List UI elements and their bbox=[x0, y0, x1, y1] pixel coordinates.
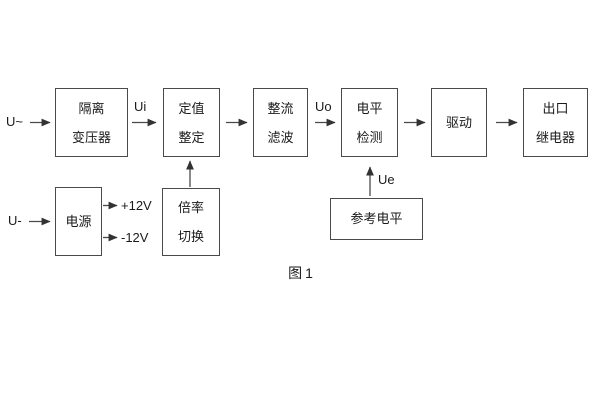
block-label: 定值 bbox=[178, 100, 205, 116]
block-power-supply: 电源 bbox=[55, 187, 102, 256]
block-reference-level: 参考电平 bbox=[330, 198, 423, 240]
block-label: 出口 bbox=[542, 100, 569, 116]
block-level-detection: 电平 检测 bbox=[341, 88, 398, 157]
block-label: 参考电平 bbox=[350, 211, 403, 226]
block-label: 变压器 bbox=[71, 129, 111, 145]
signal-label-uo: Uo bbox=[315, 99, 332, 114]
block-label: 隔离 bbox=[78, 100, 105, 116]
block-ratio-switch: 倍率 切换 bbox=[162, 188, 220, 256]
block-driver: 驱动 bbox=[431, 88, 487, 157]
block-isolation-transformer: 隔离 变压器 bbox=[55, 88, 128, 157]
block-label: 驱动 bbox=[445, 114, 472, 130]
block-label: 继电器 bbox=[535, 129, 575, 145]
block-label: 整流 bbox=[267, 100, 294, 116]
signal-label-ui: Ui bbox=[134, 99, 147, 114]
signal-label-ue: Ue bbox=[378, 172, 395, 187]
block-label: 切换 bbox=[177, 229, 204, 244]
figure-caption: 图1 bbox=[288, 265, 316, 281]
signal-label-input-dc: U- bbox=[8, 213, 22, 228]
signal-label-plus12v: +12V bbox=[121, 198, 152, 213]
block-label: 电源 bbox=[65, 213, 92, 229]
block-label: 倍率 bbox=[177, 200, 204, 215]
block-label: 电平 bbox=[356, 100, 383, 116]
block-output-relay: 出口 继电器 bbox=[523, 88, 588, 157]
signal-label-input-ac: U~ bbox=[6, 114, 23, 129]
block-label: 检测 bbox=[356, 129, 383, 145]
block-rectifier-filter: 整流 滤波 bbox=[253, 88, 308, 157]
block-label: 滤波 bbox=[267, 129, 294, 145]
block-label: 整定 bbox=[178, 129, 205, 145]
block-value-setting: 定值 整定 bbox=[163, 88, 220, 157]
signal-label-minus12v: -12V bbox=[121, 230, 149, 245]
